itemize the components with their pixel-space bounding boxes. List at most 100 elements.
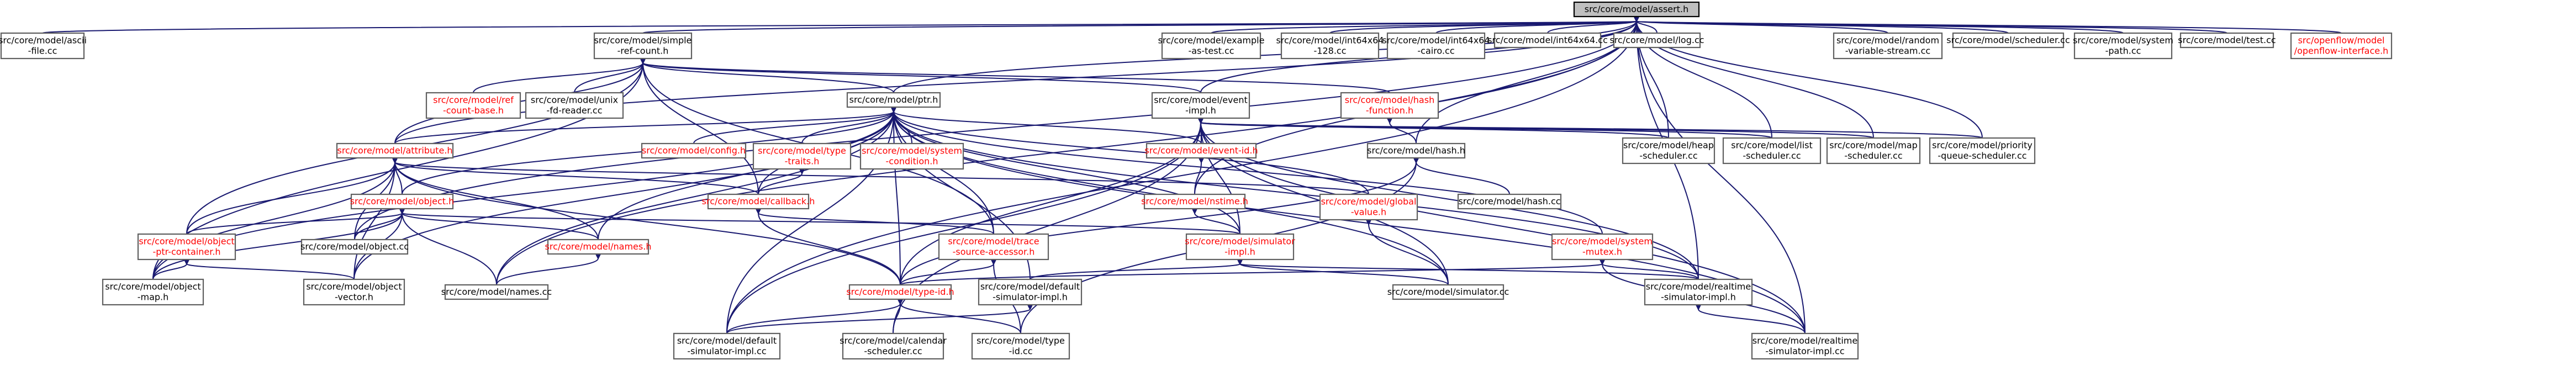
node-label: -file.cc	[28, 46, 57, 56]
node-box	[1551, 233, 1654, 261]
graph-node-priority[interactable]: src/core/model/priority-queue-scheduler.…	[1929, 137, 2036, 165]
node-label: -count-base.h	[443, 105, 504, 116]
graph-node-objmap[interactable]: src/core/model/object-map.h	[102, 278, 204, 306]
graph-node-callback[interactable]: src/core/model/callback.h	[702, 193, 815, 210]
graph-node-hashfn[interactable]: src/core/model/hash-function.h	[1340, 92, 1439, 119]
graph-node-list[interactable]: src/core/model/list-scheduler.cc	[1722, 137, 1822, 165]
graph-node-global[interactable]: src/core/model/global-value.h	[1319, 193, 1418, 221]
node-box	[1493, 32, 1602, 49]
graph-node-typeid[interactable]: src/core/model/type-id.h	[846, 284, 954, 300]
graph-node-nstime[interactable]: src/core/model/nstime.h	[1141, 193, 1248, 210]
node-box	[444, 284, 549, 300]
graph-node-config[interactable]: src/core/model/config.h	[641, 142, 747, 159]
edge-object-to-objmap	[152, 213, 402, 280]
graph-node-openflow[interactable]: src/openflow/model/openflow-interface.h	[2290, 32, 2393, 60]
node-box	[1386, 32, 1486, 60]
graph-node-attribute[interactable]: src/core/model/attribute.h	[336, 142, 454, 159]
node-label: src/core/model/unix	[531, 95, 618, 105]
node-box	[1151, 92, 1250, 119]
graph-node-event[interactable]: src/core/model/event-impl.h	[1151, 92, 1250, 119]
graph-node-assert[interactable]: src/core/model/assert.h	[1573, 1, 1700, 18]
node-box	[102, 278, 204, 306]
edge-event-to-priority	[1201, 123, 1983, 139]
node-box	[1833, 32, 1943, 60]
graph-node-objectcc[interactable]: src/core/model/object.cc	[300, 239, 409, 255]
graph-node-typetraits[interactable]: src/core/model/type-traits.h	[752, 142, 852, 170]
node-box	[593, 32, 693, 60]
node-label: -scheduler.cc	[864, 346, 922, 357]
node-box	[673, 332, 781, 360]
edge-event-to-rtimplcc	[1201, 123, 1806, 334]
edge-assert-to-openflow	[1637, 21, 2342, 34]
graph-node-namescc[interactable]: src/core/model/names.cc	[441, 284, 552, 300]
graph-node-ptrcont[interactable]: src/core/model/object-ptr-container.h	[137, 233, 236, 261]
graph-node-int64[interactable]: src/core/model/int64x64.cc	[1487, 32, 1608, 49]
node-label: src/core/model/names.cc	[441, 287, 552, 297]
graph-node-map[interactable]: src/core/model/map-scheduler.cc	[1826, 137, 1921, 165]
graph-node-heap[interactable]: src/core/model/heap-scheduler.cc	[1622, 137, 1715, 165]
graph-node-test[interactable]: src/core/model/test.cc	[2178, 32, 2276, 49]
edge-attribute-to-global	[395, 162, 1369, 195]
graph-node-hash[interactable]: src/core/model/hash.h	[1366, 142, 1466, 159]
graph-node-example[interactable]: src/core/model/example-as-test.cc	[1158, 32, 1265, 60]
node-box	[1392, 284, 1505, 300]
graph-node-objvec[interactable]: src/core/model/object-vector.h	[303, 278, 405, 306]
graph-node-hashcc[interactable]: src/core/model/hash.cc	[1457, 193, 1562, 210]
graph-node-cairo[interactable]: src/core/model/int64x64-cairo.cc	[1382, 32, 1490, 60]
edge-simpleref-to-event	[643, 63, 1201, 93]
graph-node-defimplcc[interactable]: src/core/model/default-simulator-impl.cc	[673, 332, 781, 360]
graph-node-log[interactable]: src/core/model/log.cc	[1609, 32, 1704, 49]
graph-node-syspath[interactable]: src/core/model/system-path.cc	[2073, 32, 2173, 60]
graph-node-eventid[interactable]: src/core/model/event-id.h	[1144, 142, 1258, 159]
edge-hash-to-typeid	[900, 162, 1416, 285]
graph-node-simpleref[interactable]: src/core/model/simple-ref-count.h	[593, 32, 693, 60]
node-label: -simulator-impl.h	[993, 292, 1068, 303]
node-box	[2073, 32, 2173, 60]
edge-nstime-to-simimpl	[1195, 213, 1241, 235]
node-label: -simulator-impl.h	[1661, 292, 1736, 303]
node-label: -impl.h	[1224, 247, 1255, 257]
graph-node-object[interactable]: src/core/model/object.h	[350, 193, 455, 210]
graph-node-rtimplh[interactable]: src/core/model/realtime-simulator-impl.h	[1644, 278, 1753, 306]
graph-node-simimpl[interactable]: src/core/model/simulator-impl.h	[1185, 233, 1295, 261]
graph-node-rtimplcc[interactable]: src/core/model/realtime-simulator-impl.c…	[1751, 332, 1859, 360]
node-label: -source-accessor.h	[953, 247, 1035, 257]
graph-node-syscond[interactable]: src/core/model/system-condition.h	[859, 142, 964, 170]
graph-node-calendar[interactable]: src/core/model/calendar-scheduler.cc	[840, 332, 947, 360]
graph-node-simcc[interactable]: src/core/model/simulator.cc	[1387, 284, 1509, 300]
node-label: -simulator-impl.cc	[1765, 346, 1844, 357]
node-box	[137, 233, 236, 261]
graph-node-ascii[interactable]: src/core/model/ascii-file.cc	[0, 32, 87, 60]
graph-node-typeidcc[interactable]: src/core/model/type-id.cc	[971, 332, 1070, 360]
node-label: src/core/model/assert.h	[1585, 4, 1688, 14]
graph-node-trace[interactable]: src/core/model/trace-source-accessor.h	[938, 233, 1049, 261]
node-label: src/core/model/names.h	[545, 241, 652, 252]
graph-node-names[interactable]: src/core/model/names.h	[545, 239, 652, 255]
graph-node-refbase[interactable]: src/core/model/ref-count-base.h	[425, 92, 521, 119]
graph-node-int128[interactable]: src/core/model/int64x64-128.cc	[1276, 32, 1384, 60]
node-label: src/core/model/default	[677, 336, 777, 346]
graph-node-sysmutex[interactable]: src/core/model/system-mutex.h	[1551, 233, 1654, 261]
edge-callback-to-typeid	[758, 213, 901, 285]
edge-object-to-ptrcont	[186, 213, 402, 235]
node-label: -vector.h	[335, 292, 373, 303]
edge-rtimplh-to-rtimplcc	[1698, 309, 1806, 334]
edge-ptr-to-eventid	[894, 112, 1202, 144]
edge-attribute-to-names	[395, 162, 599, 240]
edge-simpleref-to-hashfn	[643, 63, 1390, 93]
graph-node-unixfd[interactable]: src/core/model/unix-fd-reader.cc	[525, 92, 624, 119]
graph-node-random[interactable]: src/core/model/random-variable-stream.cc	[1833, 32, 1943, 60]
graph-node-ptr[interactable]: src/core/model/ptr.h	[846, 92, 941, 108]
node-label: src/core/model/object	[306, 282, 402, 292]
node-label: src/core/model/ascii	[0, 35, 87, 46]
edge-object-to-namescc	[402, 213, 497, 285]
node-label: -scheduler.cc	[1743, 151, 1801, 161]
edge-assert-to-rtimplcc	[1637, 21, 1806, 334]
edge-simimpl-to-simcc	[1240, 264, 1449, 285]
node-label: -traits.h	[785, 156, 820, 167]
node-label: src/core/model/int64x64	[1382, 35, 1490, 46]
node-label: src/core/model/system	[862, 146, 962, 156]
node-box	[978, 278, 1083, 306]
graph-node-scheduler[interactable]: src/core/model/scheduler.cc	[1946, 32, 2070, 49]
graph-node-defimplh[interactable]: src/core/model/default-simulator-impl.h	[978, 278, 1083, 306]
